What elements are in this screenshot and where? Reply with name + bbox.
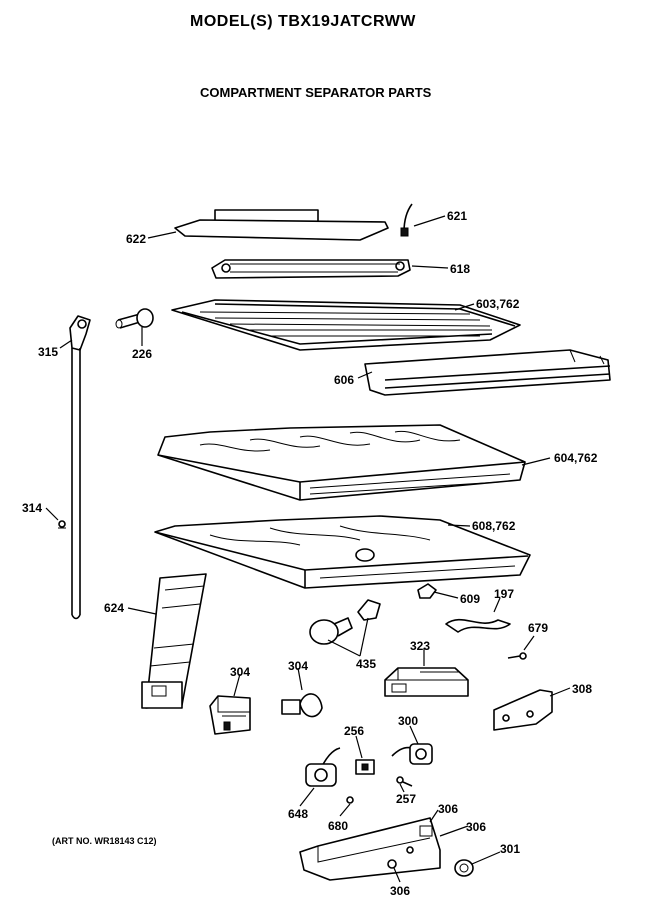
part-306-bracket (299, 817, 441, 881)
part-679-screw (507, 652, 527, 660)
part-622-cover (174, 209, 389, 241)
part-618-housing (211, 259, 411, 279)
callout-624: 624 (104, 601, 124, 615)
part-226-knob (115, 308, 154, 329)
part-609-clip (417, 583, 437, 599)
part-257-screw (396, 776, 413, 787)
callout-226: 226 (132, 347, 152, 361)
callout-308: 308 (572, 682, 592, 696)
callout-603-762: 603,762 (476, 297, 520, 311)
callout-648: 648 (288, 807, 308, 821)
callout-609: 609 (460, 592, 480, 606)
section-title: COMPARTMENT SEPARATOR PARTS (200, 85, 432, 100)
callout-314: 314 (22, 501, 42, 515)
callout-608-762: 608,762 (472, 519, 516, 533)
part-300-thermostat (391, 743, 433, 765)
callout-306-top: 306 (438, 802, 458, 816)
callout-622: 622 (126, 232, 146, 246)
part-648-motor (305, 747, 341, 787)
callout-306-right: 306 (466, 820, 486, 834)
art-number: (ART NO. WR18143 C12) (52, 836, 157, 846)
part-604-separator (157, 424, 526, 501)
callout-300: 300 (398, 714, 418, 728)
callout-256: 256 (344, 724, 364, 738)
model-title: MODEL(S) TBX19JATCRWW (190, 13, 416, 30)
part-323-housing (384, 667, 469, 697)
part-314-315-rod (58, 315, 91, 620)
part-435-bulb (309, 599, 381, 645)
part-680-screw (346, 796, 354, 804)
part-304-overload (281, 693, 323, 718)
part-308-bracket (493, 689, 553, 731)
part-621-wire (400, 203, 413, 237)
part-197-tape (445, 619, 511, 633)
callout-323: 323 (410, 639, 430, 653)
callout-618: 618 (450, 262, 470, 276)
part-603-shelf (171, 299, 521, 351)
callout-679: 679 (528, 621, 548, 635)
callout-304-right: 304 (288, 659, 308, 673)
part-608-separator (154, 515, 531, 589)
leader-lines (45, 215, 571, 883)
callout-301: 301 (500, 842, 520, 856)
callout-197: 197 (494, 587, 514, 601)
part-606-damper (364, 349, 611, 396)
part-304-relay (209, 695, 251, 735)
part-256-plug (355, 759, 375, 775)
callout-315: 315 (38, 345, 58, 359)
part-624-duct (141, 573, 207, 709)
callout-604-762: 604,762 (554, 451, 598, 465)
callout-621: 621 (447, 209, 467, 223)
callout-306-bottom: 306 (390, 884, 410, 898)
part-301-grommet (454, 859, 474, 877)
callout-606: 606 (334, 373, 354, 387)
callout-304-left: 304 (230, 665, 250, 679)
callout-680: 680 (328, 819, 348, 833)
callout-257: 257 (396, 792, 416, 806)
callout-435: 435 (356, 657, 376, 671)
